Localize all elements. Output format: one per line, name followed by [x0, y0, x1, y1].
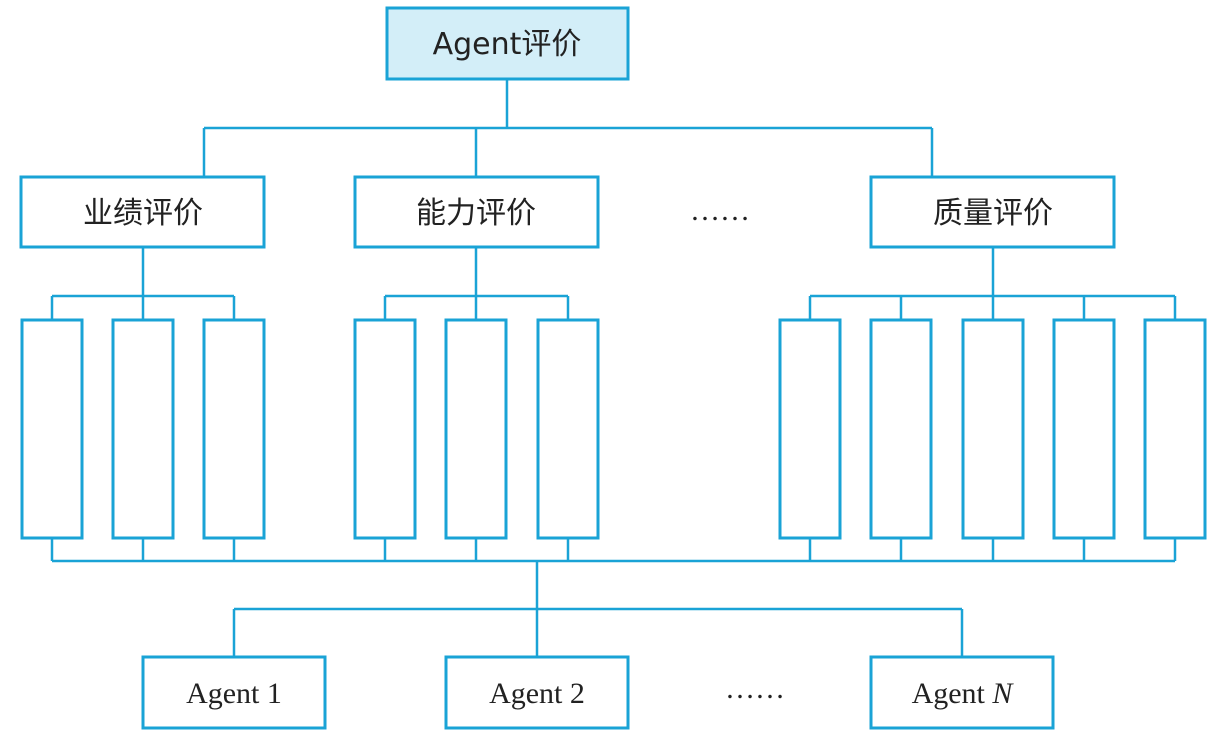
agent-label: Agent 2	[489, 677, 585, 710]
agent-label: Agent N	[912, 677, 1015, 710]
agent-label-prefix: Agent	[186, 677, 267, 710]
agent-label-prefix: Agent	[489, 677, 570, 710]
subitems-group-2	[353, 318, 600, 540]
agent-box	[141, 655, 327, 730]
category-node-3: 质量评价	[869, 175, 1116, 249]
agent-node-2: Agent 2	[444, 655, 630, 730]
categories-ellipsis: ……	[690, 194, 750, 227]
subitem-box	[202, 318, 266, 540]
agent-node-n: Agent N	[869, 655, 1055, 730]
category-box	[353, 175, 600, 249]
agent-box	[869, 655, 1055, 730]
category-node-1: 业绩评价	[19, 175, 266, 249]
agent-node-1: Agent 1	[141, 655, 327, 730]
category-box	[19, 175, 266, 249]
category-label: 质量评价	[933, 196, 1053, 231]
agent-label-number: 2	[570, 677, 585, 710]
agents-ellipsis: ……	[725, 672, 785, 705]
subitem-box	[1143, 318, 1207, 540]
agent-label-prefix: Agent	[912, 677, 993, 710]
category-label: 业绩评价	[83, 196, 203, 231]
subitem-box	[778, 318, 842, 540]
subitems-group-1	[20, 318, 266, 540]
connector-lines	[50, 80, 1177, 657]
subitems-group-3	[778, 318, 1207, 540]
category-box	[869, 175, 1116, 249]
root-label: Agent评价	[433, 27, 582, 62]
subitem-box	[1052, 318, 1116, 540]
category-label: 能力评价	[416, 196, 536, 231]
agent-box	[444, 655, 630, 730]
subitem-box	[20, 318, 84, 540]
root-node: Agent评价	[385, 6, 630, 81]
agent-label-number: 1	[267, 677, 282, 710]
subitem-box	[536, 318, 600, 540]
category-node-2: 能力评价	[353, 175, 600, 249]
root-box	[385, 6, 630, 81]
agent-label-number: N	[991, 677, 1014, 710]
agent-label: Agent 1	[186, 677, 282, 710]
subitem-box	[111, 318, 175, 540]
subitem-box	[444, 318, 508, 540]
subitem-box	[961, 318, 1025, 540]
subitem-box	[353, 318, 417, 540]
subitem-box	[869, 318, 933, 540]
